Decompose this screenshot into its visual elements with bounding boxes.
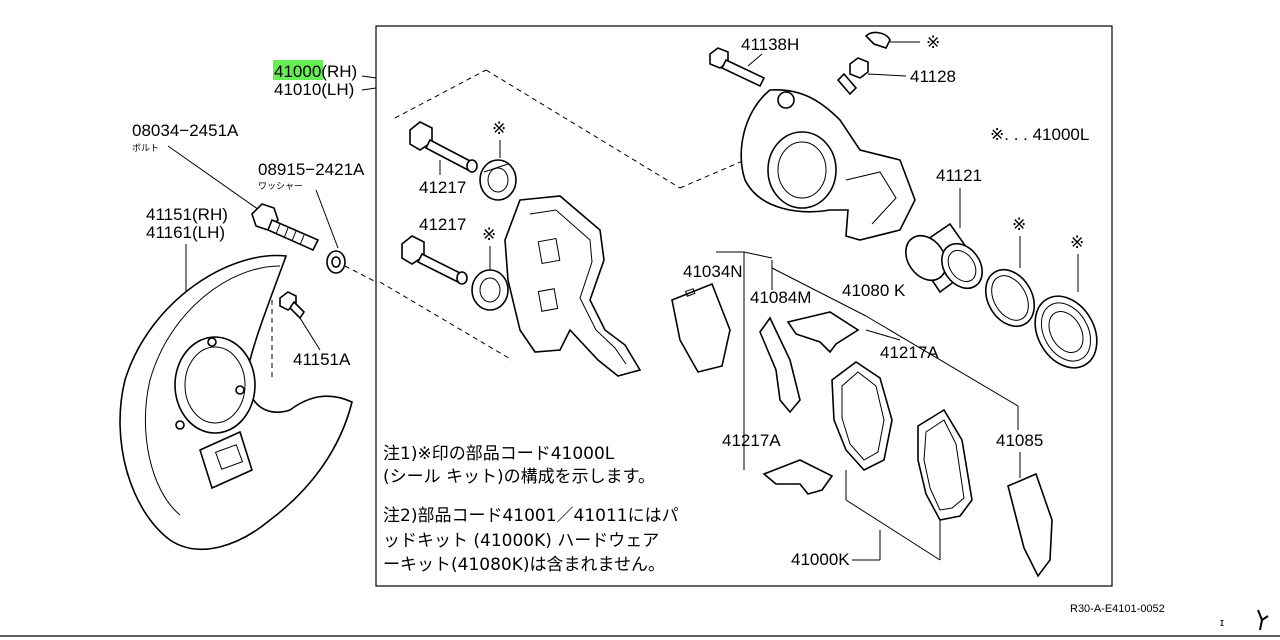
part-number-highlight — [273, 60, 323, 80]
bolt-part-label[interactable]: 08034−2451A — [132, 121, 239, 140]
star-mark-boot-lower: ※ — [482, 225, 496, 245]
guide-pin-upper-label[interactable]: 41217 — [419, 178, 466, 197]
retainer-a-lower-label[interactable]: 41217A — [722, 431, 781, 450]
retainer-lower — [762, 459, 834, 495]
guide-pin-upper — [409, 121, 478, 173]
baffle-plate — [119, 254, 353, 550]
pad-wear-clip — [759, 316, 801, 414]
retainer-a-upper-label[interactable]: 41217A — [880, 343, 939, 362]
assembly-part-number-lh[interactable]: 41010(LH) — [274, 80, 354, 99]
assembly-part-number-rh[interactable]: 41000(RH) — [274, 62, 357, 81]
star-mark-seal: ※ — [1012, 215, 1026, 235]
shim-outer — [671, 282, 731, 373]
note-line-5: ーキット(41080K)は含まれません。 — [383, 555, 665, 575]
bleeder-label[interactable]: 41128 — [910, 67, 956, 86]
baffle-bolt-label[interactable]: 41151A — [293, 350, 351, 369]
washer-part-label[interactable]: 08915−2421A — [258, 160, 365, 179]
guide-pin-lower-label[interactable]: 41217 — [419, 215, 466, 234]
note-line-3: 注2)部品コード41001／41011にはパ — [383, 506, 679, 526]
star-mark-dust-boot: ※ — [1070, 233, 1084, 253]
bleeder-screw — [836, 57, 869, 96]
diagram-reference-code: R30-A-E4101-0052 — [1070, 603, 1165, 615]
star-mark-boot-upper: ※ — [492, 119, 506, 139]
pad-kit-label[interactable]: 41000K — [791, 550, 850, 569]
pin-boot-lower — [471, 269, 509, 311]
caliper-body — [740, 89, 916, 241]
washer — [326, 250, 346, 274]
washer-name-label: ワッシャー — [258, 182, 303, 192]
guide-pin-lower — [401, 235, 468, 285]
star-mark-bleeder: ※ — [926, 33, 940, 53]
corner-glyph-icon — [1257, 609, 1269, 631]
caliper-bracket — [504, 195, 642, 377]
shim-inner-label[interactable]: 41085 — [996, 431, 1043, 450]
retainer-upper — [786, 311, 860, 354]
bleeder-bolt-label[interactable]: 41138H — [741, 35, 799, 54]
caliper-bolt — [251, 203, 320, 252]
bolt-name-label: ボルト — [132, 143, 159, 154]
hardware-kit-label[interactable]: 41080 K — [842, 281, 906, 300]
shim-inner — [1007, 472, 1053, 578]
pin-boot-upper — [479, 159, 517, 201]
assembly-frame — [375, 25, 1113, 587]
baffle-plate-rh-label[interactable]: 41151(RH) — [146, 205, 228, 224]
brake-pad-inner — [917, 408, 973, 521]
baffle-plate-lh-label[interactable]: 41161(LH) — [146, 223, 225, 242]
bleeder-bolt — [709, 47, 766, 88]
piston-seal — [984, 268, 1036, 328]
note-line-2: (シール キット)の構成を示します。 — [383, 467, 655, 487]
dust-boot — [1034, 295, 1098, 369]
shim-outer-label[interactable]: 41034N — [683, 262, 743, 281]
brake-pad-outer — [831, 361, 893, 471]
baffle-bolt — [279, 291, 306, 320]
piston-label[interactable]: 41121 — [936, 166, 982, 185]
footer-mark: ɪ — [1220, 617, 1224, 629]
piston — [905, 222, 983, 294]
note-line-1: 注1)※印の部品コード41000L — [383, 444, 615, 464]
pad-clip-label[interactable]: 41084M — [750, 288, 811, 307]
bleeder-cap — [864, 31, 891, 49]
note-line-4: ッドキット (41000K) ハードウェア — [383, 531, 659, 551]
seal-kit-note: ※. . . 41000L — [990, 125, 1089, 144]
